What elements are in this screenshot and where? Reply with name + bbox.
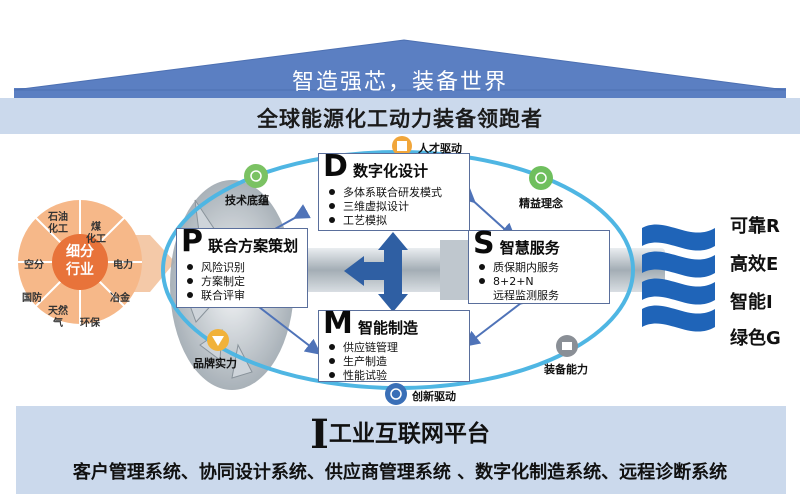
module-p-title: 联合方案策划 — [208, 237, 299, 255]
industry-wheel — [18, 200, 142, 324]
platform-band — [16, 406, 786, 494]
talent-icon — [392, 136, 412, 156]
list-item: 联合评审 — [187, 289, 245, 303]
driver-equipment-label: 装备能力 — [544, 363, 588, 376]
module-p-letter: P — [181, 224, 203, 259]
list-item: 生产制造 — [329, 355, 398, 369]
module-d-title: 数字化设计 — [353, 162, 429, 180]
list-item: 性能试验 — [329, 369, 398, 383]
roof-graphic — [13, 39, 787, 98]
platform-title-text: 工业互联网平台 — [328, 421, 490, 447]
module-s-letter: S — [473, 226, 495, 261]
lean-icon — [529, 166, 553, 190]
module-m-list: 供应链管理 生产制造 性能试验 — [329, 341, 398, 383]
industry-metallurgy: 冶金 — [110, 293, 130, 304]
industry-natgas: 天然 气 — [48, 306, 68, 329]
platform-systems: 客户管理系统、协同设计系统、供应商管理系统 、数字化制造系统、远程诊断系统 — [72, 462, 728, 483]
list-item: 多体系联合研发模式 — [329, 186, 442, 200]
module-m: M 智能制造 供应链管理 生产制造 性能试验 — [318, 309, 470, 383]
module-m-title: 智能制造 — [357, 319, 418, 337]
module-d-list: 多体系联合研发模式 三维虚拟设计 工艺模拟 — [329, 186, 442, 228]
roof-title: 智造强芯，装备世界 — [291, 70, 508, 95]
value-efficient: 高效E — [730, 254, 779, 275]
brand-icon — [207, 329, 229, 351]
module-s-list: 质保期内服务 8+2+N 远程监测服务 — [479, 261, 559, 303]
list-item: 方案制定 — [187, 275, 245, 289]
industry-center-label: 细分 行业 — [66, 244, 94, 278]
industry-airsep: 空分 — [24, 260, 44, 271]
industry-petrochem: 石油 化工 — [48, 212, 68, 235]
equipment-icon — [556, 335, 578, 357]
roof-subtitle: 全球能源化工动力装备领跑者 — [257, 107, 543, 131]
module-p: P 联合方案策划 风险识别 方案制定 联合评审 — [176, 227, 308, 308]
industry-defense: 国防 — [22, 293, 42, 304]
driver-lean-label: 精益理念 — [519, 197, 563, 210]
innovation-icon — [385, 383, 407, 405]
wave-icon — [642, 224, 715, 332]
platform-letter: I — [310, 411, 329, 458]
industry-environment: 环保 — [80, 318, 100, 329]
list-item: 风险识别 — [187, 261, 245, 275]
value-reliable: 可靠R — [730, 216, 780, 237]
driver-talent-label: 人才驱动 — [418, 142, 462, 155]
list-item: 8+2+N — [479, 275, 559, 289]
module-p-list: 风险识别 方案制定 联合评审 — [187, 261, 245, 303]
tech-icon — [244, 164, 268, 188]
driver-innovation-label: 创新驱动 — [412, 390, 456, 403]
value-intelligent: 智能I — [730, 292, 773, 313]
list-item: 远程监测服务 — [493, 289, 559, 302]
list-item: 工艺模拟 — [329, 214, 442, 228]
value-green: 绿色G — [730, 328, 781, 349]
industry-coalchem: 煤 化工 — [86, 222, 106, 245]
driver-brand-label: 品牌实力 — [193, 357, 237, 370]
list-item: 三维虚拟设计 — [329, 200, 442, 214]
module-m-letter: M — [323, 306, 353, 341]
platform-title: I工业互联网平台 — [0, 414, 800, 455]
center-arrows — [344, 232, 408, 312]
module-s: S 智慧服务 质保期内服务 8+2+N 远程监测服务 — [468, 229, 610, 304]
module-d-letter: D — [323, 149, 348, 184]
list-item: 质保期内服务 — [479, 261, 559, 275]
module-d: D 数字化设计 多体系联合研发模式 三维虚拟设计 工艺模拟 — [318, 152, 470, 231]
list-item: 供应链管理 — [329, 341, 398, 355]
module-s-title: 智慧服务 — [499, 239, 560, 257]
industry-power: 电力 — [113, 260, 133, 271]
driver-tech-label: 技术底蕴 — [225, 194, 269, 207]
subtitle-band — [0, 98, 800, 134]
